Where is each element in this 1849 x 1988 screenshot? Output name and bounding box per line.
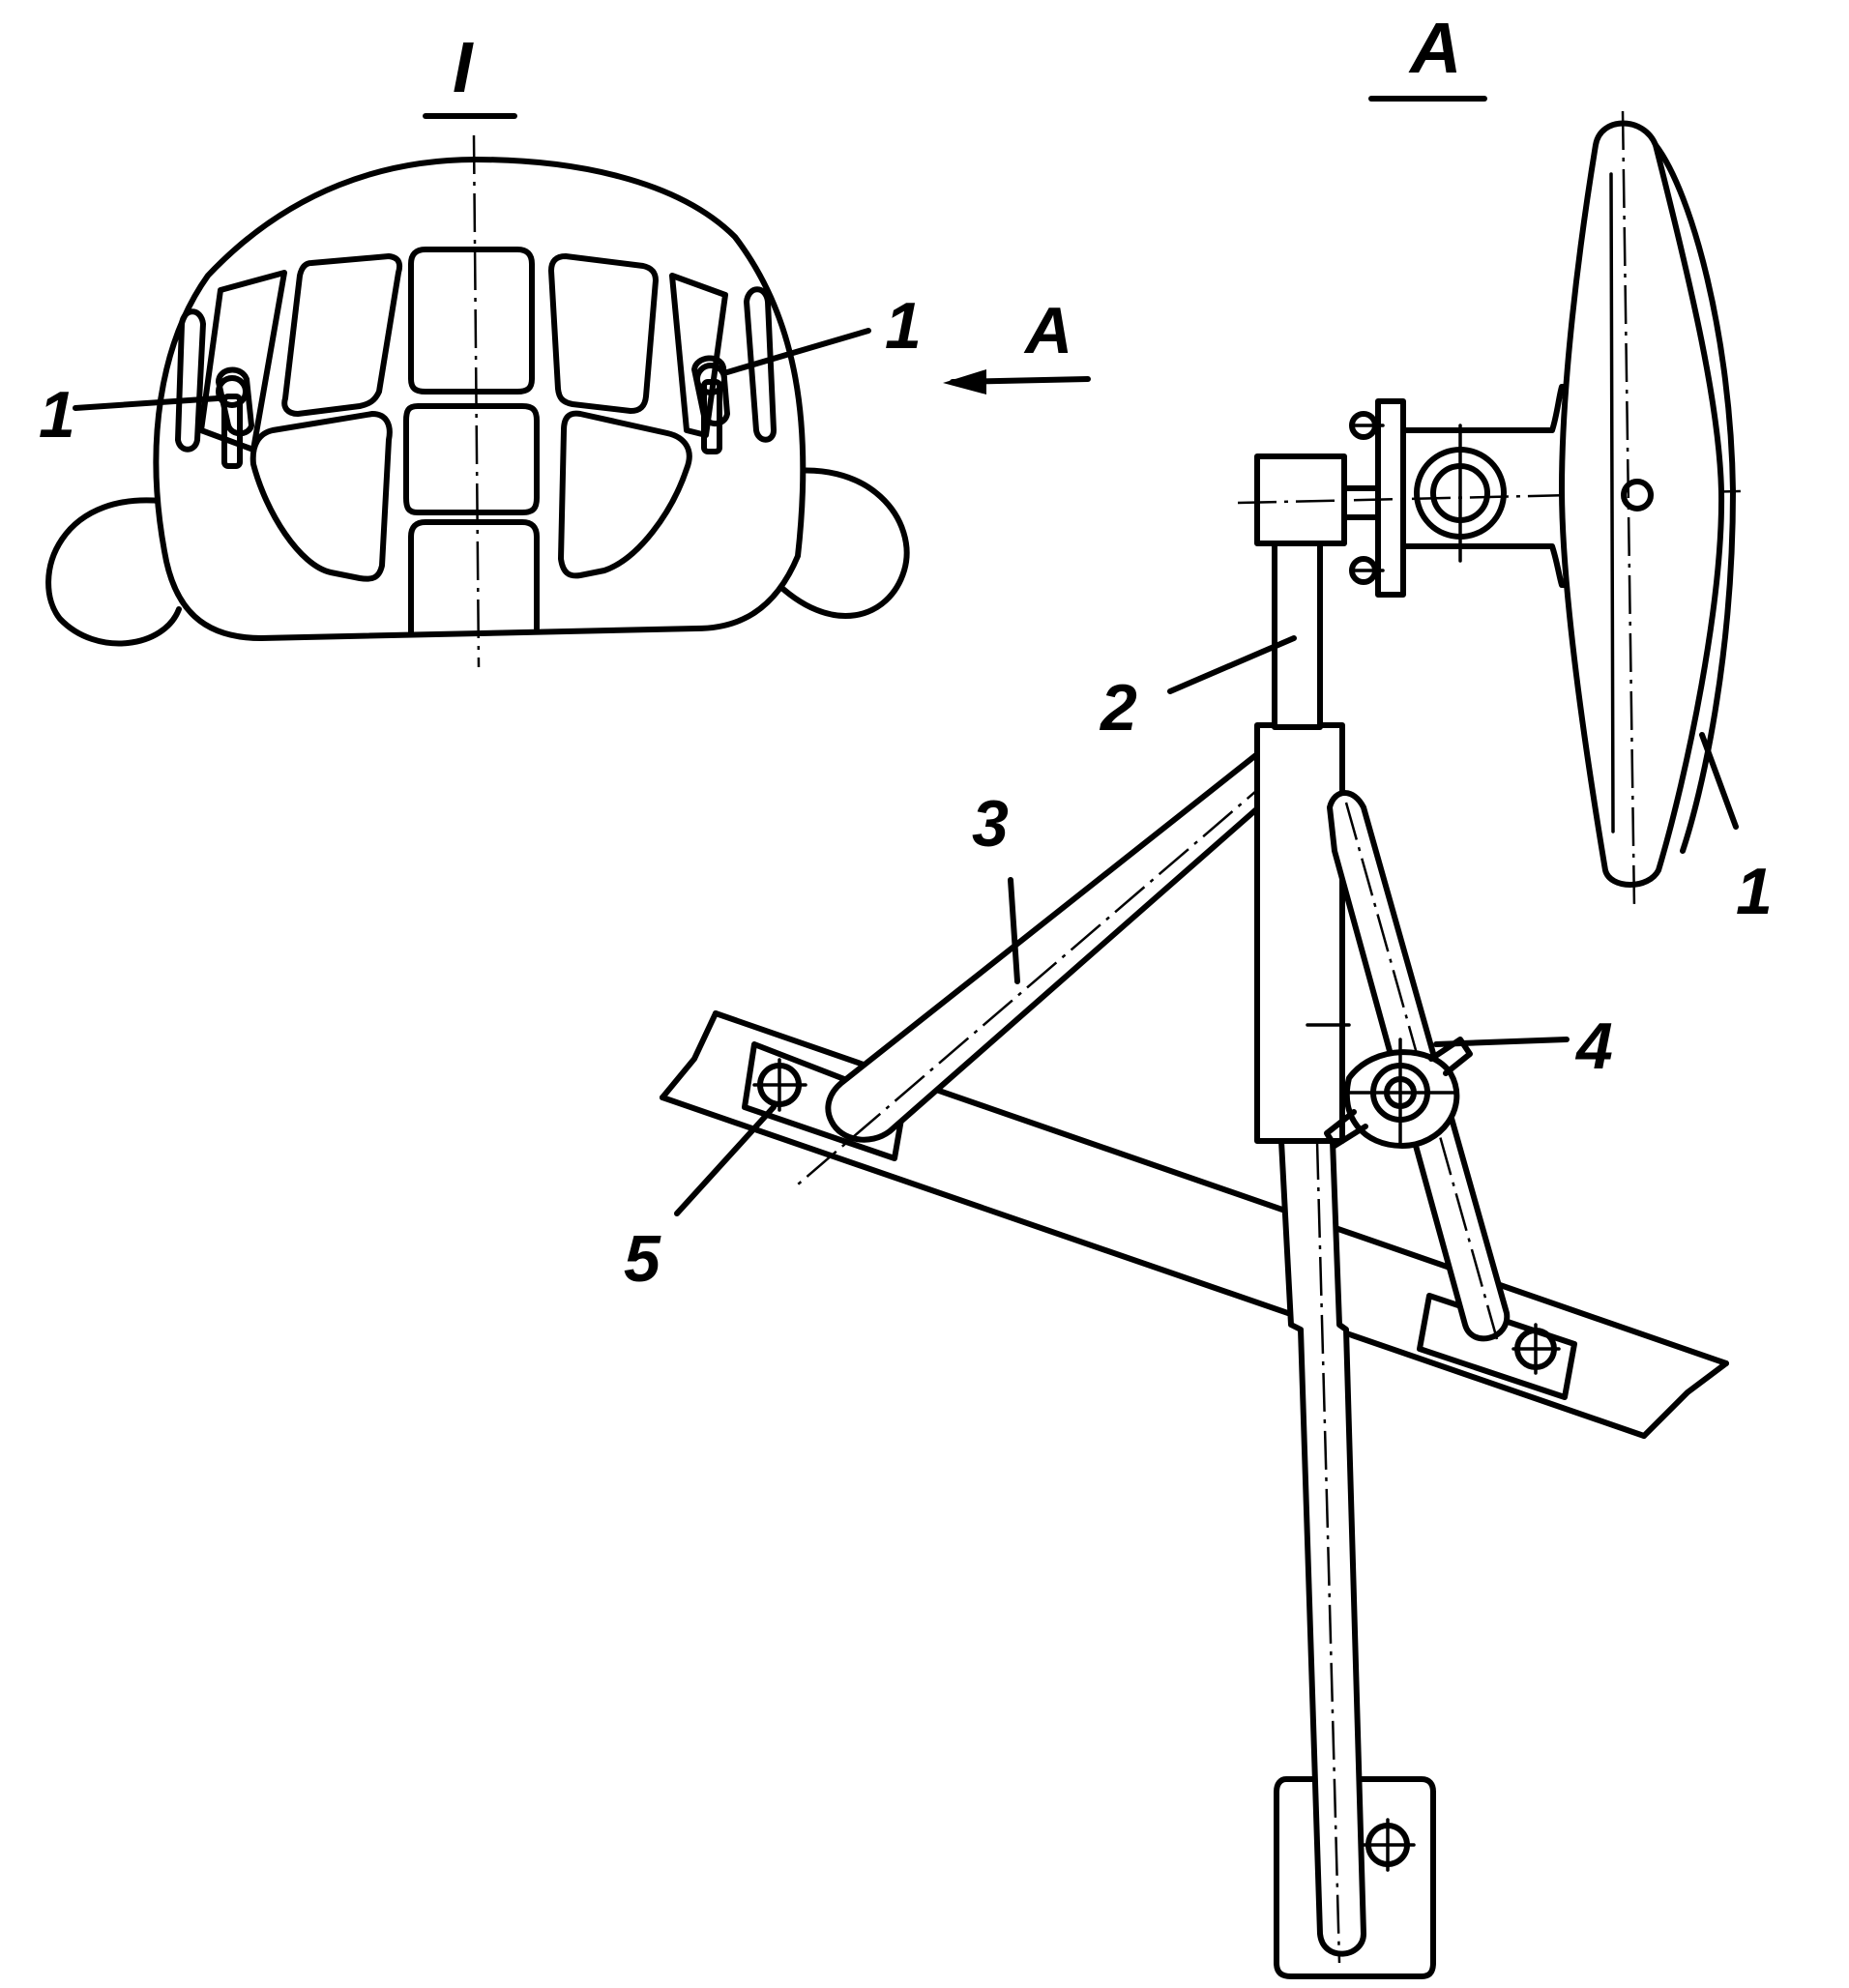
view-arrow-label: A	[1023, 294, 1072, 367]
window-upper-left	[281, 253, 403, 417]
mirror-line	[1609, 172, 1615, 833]
callout-leader-strut	[1008, 877, 1020, 984]
callout-leader-bolt	[674, 1104, 777, 1216]
right-side-slot	[744, 286, 777, 443]
strut-3	[825, 751, 1289, 1143]
rod-sleeve	[1254, 722, 1345, 1144]
callout-rod: 2	[1099, 671, 1137, 745]
rod-upper	[1272, 539, 1323, 730]
mount-bracket	[1237, 384, 1742, 598]
left-side-slot	[175, 308, 206, 453]
callout-bolt: 5	[624, 1222, 661, 1296]
callout-leader-front-right	[724, 328, 871, 375]
mirror-glass	[1559, 120, 1725, 888]
callout-leader-mirror	[1699, 732, 1739, 830]
front-mirror-left	[216, 366, 254, 469]
window-lower-right	[558, 410, 692, 579]
window-upper-center	[408, 247, 535, 395]
front-center-axis	[472, 134, 481, 668]
section-label: I	[453, 27, 474, 107]
mirror-arm	[1400, 384, 1589, 588]
rod-axis	[1315, 1140, 1341, 1964]
mirror-rim	[1653, 142, 1736, 854]
cockpit-outline	[153, 157, 807, 641]
callout-leader-rod	[1167, 635, 1297, 694]
callout-front-left: 1	[39, 378, 75, 452]
right-side-bulge	[771, 467, 910, 619]
front-view: I 1	[39, 27, 1091, 668]
view-label: A	[1408, 8, 1461, 88]
callout-front-right: 1	[885, 289, 922, 363]
callout-leader-clamp	[1433, 1037, 1570, 1047]
mirror-1	[1559, 110, 1736, 910]
callout-clamp: 4	[1574, 1009, 1613, 1083]
callout-mirror: 1	[1736, 855, 1773, 928]
clamp-4	[1324, 1037, 1473, 1149]
bolt-5	[752, 1058, 807, 1112]
window-upper-right	[548, 253, 659, 414]
mount-flange	[1375, 398, 1406, 598]
rod-lower	[1278, 1138, 1366, 1957]
mirror-axis	[1621, 110, 1636, 910]
window-lower-center	[403, 403, 540, 515]
view-a: A	[624, 8, 1773, 1979]
door-panel	[408, 519, 540, 636]
left-side-bulge	[45, 497, 182, 647]
front-mirror-right	[691, 355, 730, 454]
strut-axis	[797, 773, 1277, 1185]
bolt-bottom	[1362, 1818, 1416, 1872]
callout-leader-front-left	[73, 395, 220, 411]
window-lower-left	[249, 411, 393, 582]
callout-strut: 3	[972, 787, 1009, 861]
bolt-right	[1511, 1323, 1561, 1375]
view-arrow-head	[943, 369, 986, 395]
